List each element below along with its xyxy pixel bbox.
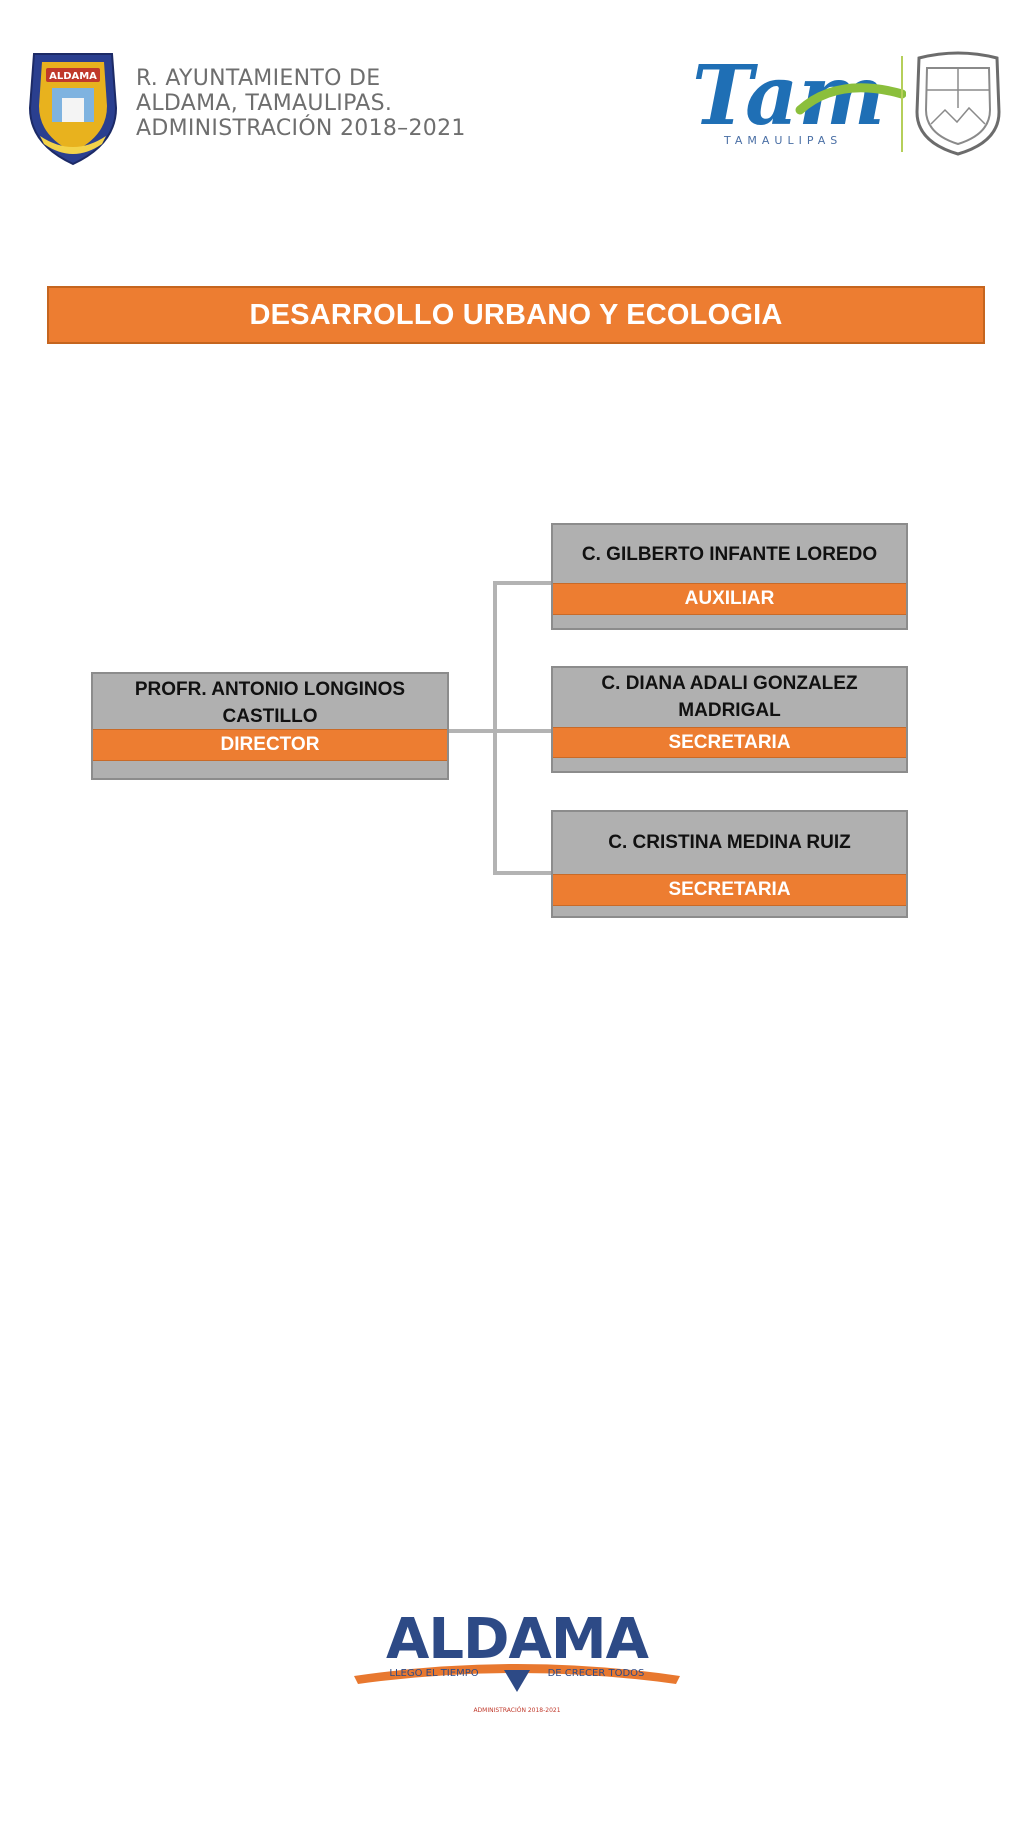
svg-text:ALDAMA: ALDAMA [49,71,97,82]
tamaulipas-tam-logo: Tam TAMAULIPAS [692,48,906,147]
director-name: PROFR. ANTONIO LONGINOS CASTILLO [134,679,406,727]
svg-text:Tam: Tam [692,48,885,144]
tamaulipas-state-seal [915,51,1001,156]
header-line-2: ALDAMA, TAMAULIPAS. [136,91,393,116]
staff-name: C. GILBERTO INFANTE LOREDO [581,543,878,565]
director-card: PROFR. ANTONIO LONGINOS CASTILLO DIRECTO… [91,672,449,780]
staff-card-auxiliar: C. GILBERTO INFANTE LOREDO AUXILIAR [551,523,908,630]
department-title-bar: DESARROLLO URBANO Y ECOLOGIA [47,286,985,344]
header-line-1: R. AYUNTAMIENTO DE [136,66,381,91]
aldama-footer-logo: ALDAMA LLEGO EL TIEMPO DE CRECER TODOS A… [354,1607,680,1714]
staff-card-secretaria-1: C. DIANA ADALI GONZALEZ MADRIGAL SECRETA… [551,666,908,773]
staff-role: SECRETARIA [553,874,906,906]
staff-role: AUXILIAR [553,583,906,615]
connector-vertical-spine [493,581,497,875]
svg-text:TAMAULIPAS: TAMAULIPAS [723,134,842,147]
staff-name: C. DIANA ADALI GONZALEZ MADRIGAL [601,673,858,721]
aldama-crest-logo: ALDAMA [28,53,118,166]
svg-text:LLEGO EL TIEMPO: LLEGO EL TIEMPO [389,1668,478,1679]
connector-branch-3 [493,871,553,875]
svg-text:ALDAMA: ALDAMA [386,1607,650,1672]
connector-branch-2 [493,729,553,733]
connector-director-trunk [448,729,495,733]
director-role: DIRECTOR [93,729,447,761]
logo-divider [901,56,903,152]
staff-card-secretaria-2: C. CRISTINA MEDINA RUIZ SECRETARIA [551,810,908,918]
svg-text:DE CRECER TODOS: DE CRECER TODOS [548,1668,645,1679]
connector-branch-1 [493,581,553,585]
staff-role: SECRETARIA [553,727,906,758]
staff-name: C. CRISTINA MEDINA RUIZ [608,831,851,853]
department-title: DESARROLLO URBANO Y ECOLOGIA [249,298,783,331]
municipality-header: R. AYUNTAMIENTO DE ALDAMA, TAMAULIPAS. A… [136,66,466,141]
header-line-3: ADMINISTRACIÓN 2018–2021 [136,116,466,141]
svg-text:ADMINISTRACIÓN 2018-2021: ADMINISTRACIÓN 2018-2021 [473,1707,560,1714]
